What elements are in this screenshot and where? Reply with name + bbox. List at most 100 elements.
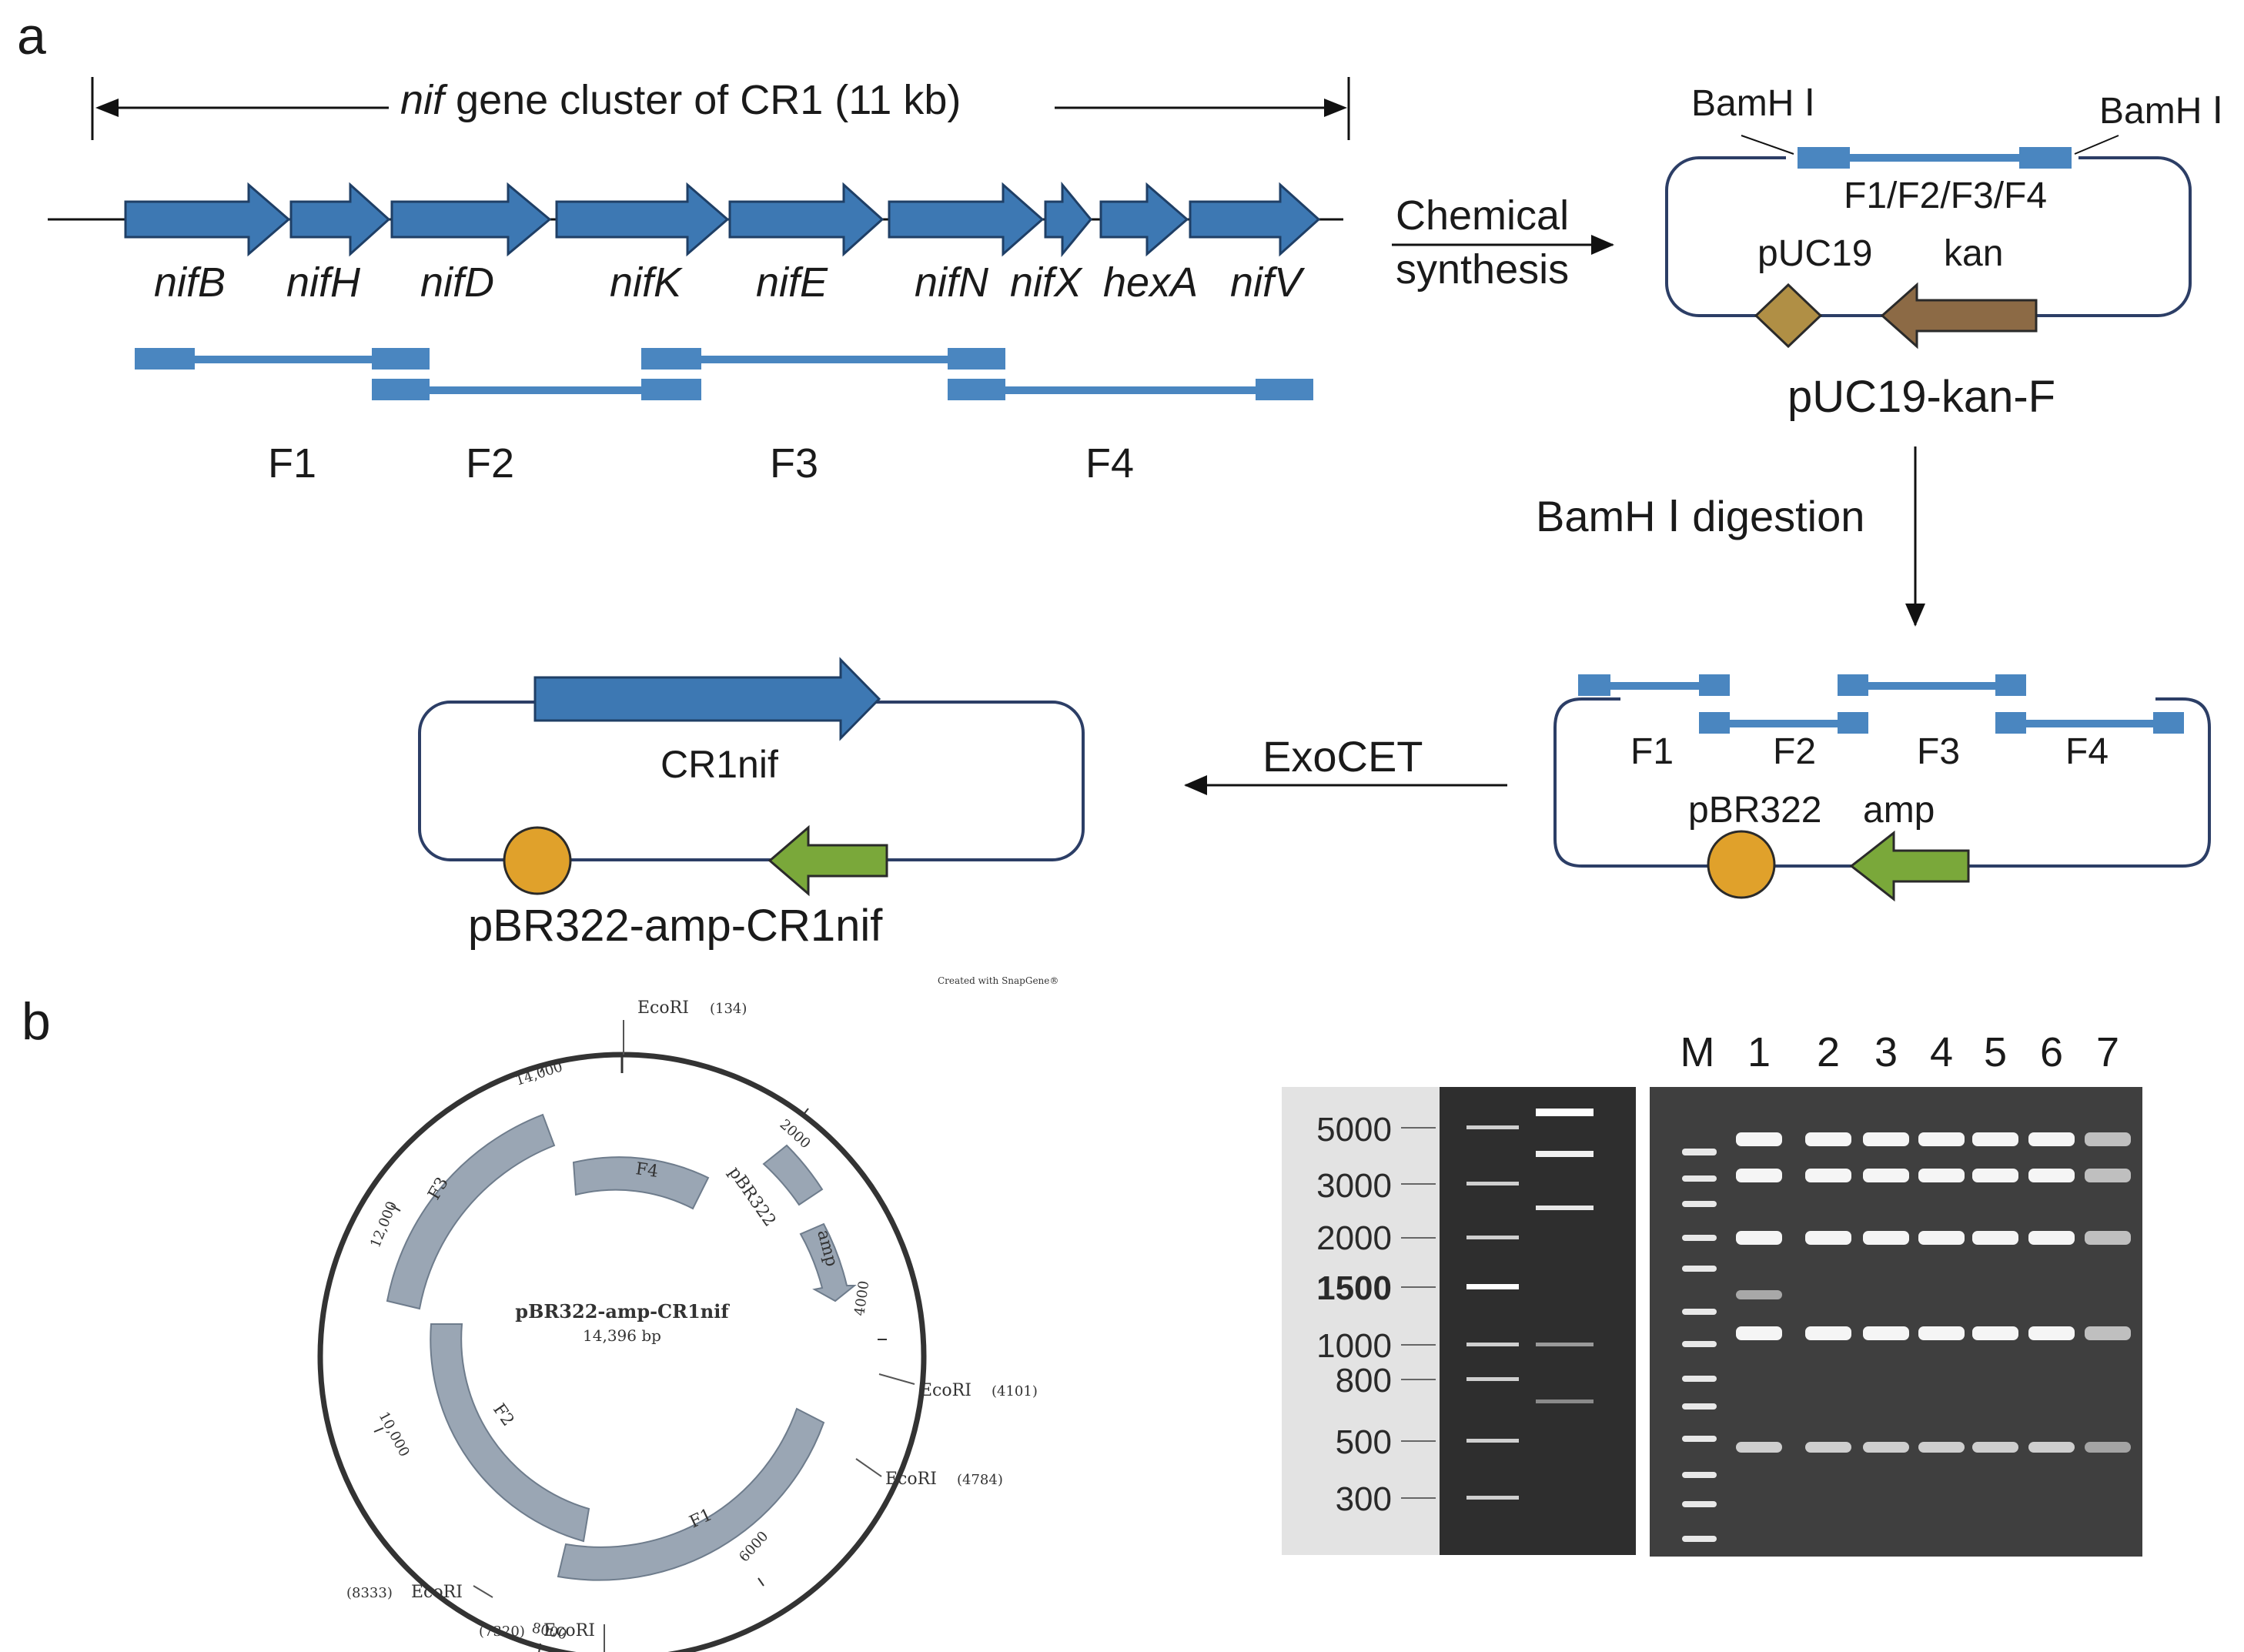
site-name: EcoRI (543, 1621, 595, 1640)
ladder-size: 500 (1336, 1423, 1392, 1461)
gel-band (2085, 1442, 2131, 1453)
gene-label: nifX (1010, 259, 1083, 306)
cr1nif-insert-arrow (533, 657, 881, 741)
step-exocet: ExoCET (1262, 732, 1423, 781)
gel-band (1805, 1326, 1851, 1340)
gene-arrow-nifV (1189, 182, 1321, 257)
site-name: EcoRI (885, 1470, 937, 1489)
fragment-label: F1 (268, 440, 316, 487)
ladder-size: 1500 (1316, 1269, 1392, 1307)
map-label: F2 (489, 1400, 517, 1430)
map-feature-pBR322 (762, 1144, 824, 1206)
panel-b-label: b (22, 992, 51, 1051)
fragment-F3 (641, 348, 1005, 370)
cluster-title-italic: nif (400, 77, 448, 123)
map-tick: 14,000 (513, 1058, 564, 1089)
gene-label: nifN (915, 259, 989, 306)
gel-sample-bands (1736, 1132, 2131, 1453)
map-feature-F1 (557, 1407, 825, 1581)
gene-arrows (124, 181, 1321, 258)
gel-band (1736, 1169, 1782, 1182)
pbr322-ori-circle (1707, 830, 1776, 899)
plasmid-map (317, 1052, 927, 1652)
ladder-size: 800 (1336, 1362, 1392, 1400)
gene-label: nifE (756, 259, 828, 306)
site-ecori-4784: EcoRI (4784) (855, 1458, 1003, 1489)
cluster-title-rest: gene cluster of CR1 (11 kb) (444, 77, 961, 123)
gel-band (1918, 1132, 1965, 1146)
fragment-label: F2 (466, 440, 514, 487)
gene-arrow-nifB (124, 182, 291, 257)
gel-band (1736, 1132, 1782, 1146)
amp-marker-arrow (768, 824, 888, 897)
gel-band (1972, 1326, 2018, 1340)
fragment-label: F3 (770, 440, 818, 487)
gene-label: nifH (286, 259, 361, 306)
ladder-size-labels: 5000 3000 2000 1500 1000 800 500 300 (1316, 1111, 1392, 1518)
plasmid-puc19-kan-f (1665, 135, 2192, 349)
gene-label: nifK (610, 259, 683, 306)
pbr322-label: pBR322 (1688, 790, 1821, 831)
lane-label: 2 (1817, 1029, 1840, 1075)
lane-label: 1 (1747, 1029, 1771, 1075)
gel-band (1736, 1326, 1782, 1340)
lane-label: M (1680, 1029, 1715, 1075)
gel-band (2085, 1169, 2131, 1182)
gene-arrow-nifD (390, 182, 552, 257)
gel-band (1918, 1326, 1965, 1340)
fragment-label: F4 (1085, 440, 1134, 487)
gel-band (2085, 1326, 2131, 1340)
site-pos: (134) (710, 1001, 747, 1017)
gel-band (1972, 1442, 2018, 1453)
fragment-labels: F1 F2 F3 F4 (268, 440, 1134, 487)
gel-band (1972, 1169, 2018, 1182)
gel-band (2028, 1169, 2075, 1182)
site-ecori-8333: (8333) EcoRI (346, 1583, 493, 1602)
gene-arrow-nifX (1044, 181, 1092, 258)
gel-band (1736, 1442, 1782, 1453)
step-synthesis-line1: Chemical (1396, 192, 1569, 239)
gene-labels: nifB nifH nifD nifK nifE nifN nifX hexA … (154, 259, 1306, 306)
site-name: EcoRI (637, 998, 689, 1018)
gel-band (2028, 1326, 2075, 1340)
mix-fragment-labels: F1 F2 F3 F4 (1630, 731, 2109, 772)
step-digestion: BamH Ⅰ digestion (1536, 492, 1864, 540)
gel-band (1863, 1132, 1909, 1146)
gel-band (1736, 1231, 1782, 1245)
map-label: F4 (634, 1159, 659, 1182)
ladder-size: 5000 (1316, 1111, 1392, 1149)
bamhi-site-left (1798, 147, 1850, 169)
map-tick: 10,000 (376, 1409, 413, 1459)
plasmid-name-final: pBR322-amp-CR1nif (468, 901, 883, 951)
map-center-size: 14,396 bp (583, 1326, 661, 1345)
puc19-ori-diamond (1754, 283, 1823, 349)
gel-band (2028, 1442, 2075, 1453)
cluster-span-arrow (91, 77, 1350, 140)
gene-label: hexA (1103, 259, 1198, 306)
gene-arrow-hexA (1099, 182, 1189, 257)
pbr322-fragment-mix (1553, 674, 2211, 902)
kan-marker-arrow (1880, 282, 2038, 349)
site-ecori-134: EcoRI (134) (623, 998, 747, 1055)
gel-band (1863, 1326, 1909, 1340)
lane-label: 3 (1874, 1029, 1898, 1075)
lane-label: 4 (1930, 1029, 1953, 1075)
step-synthesis-line2: synthesis (1396, 246, 1569, 293)
gel-band (1805, 1132, 1851, 1146)
gel-band (1805, 1442, 1851, 1453)
bamhi-label-left: BamH Ⅰ (1691, 83, 1815, 124)
gel-band (2028, 1132, 2075, 1146)
gel-band (2085, 1231, 2131, 1245)
gene-arrow-nifH (289, 182, 391, 257)
map-feature-amp (799, 1222, 857, 1303)
gel-band (1972, 1132, 2018, 1146)
gel-band (2028, 1231, 2075, 1245)
fragment-label: F3 (1917, 731, 1960, 772)
lane-label: 7 (2096, 1029, 2119, 1075)
pbr322-ori-circle (503, 826, 572, 895)
cluster-title: nif gene cluster of CR1 (11 kb) (400, 77, 961, 123)
gene-arrow-nifN (888, 182, 1045, 257)
ladder-bands (1466, 1125, 1519, 1500)
site-pos: (7320) (479, 1624, 525, 1640)
gene-arrow-nifE (728, 182, 885, 257)
